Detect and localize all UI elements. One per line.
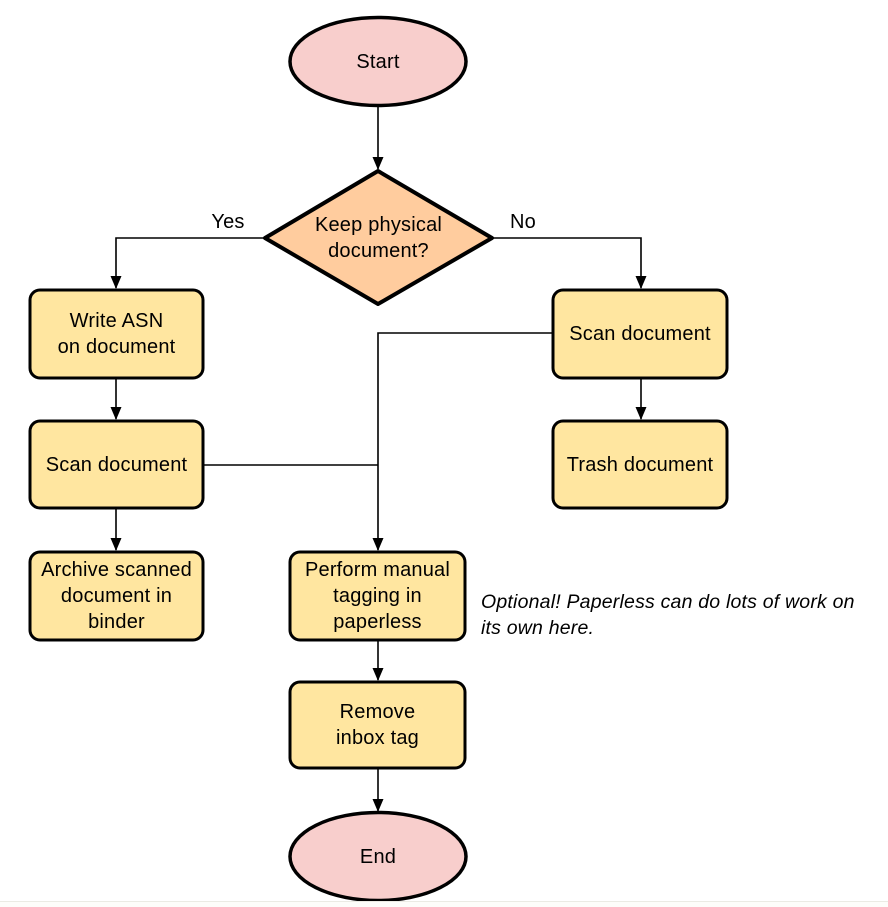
edge-decision-yes — [110, 237, 265, 289]
write-asn-node-shape — [28, 288, 205, 380]
edge-decision-no — [492, 237, 647, 289]
remove-inbox-node-shape — [288, 680, 467, 770]
scan-right-node-shape — [551, 288, 729, 380]
trash-node-shape — [551, 419, 729, 510]
end-node-shape — [288, 810, 468, 903]
start-node-shape — [288, 15, 468, 108]
bottom-divider — [0, 901, 888, 907]
optional-annotation-note: Optional! Paperless can do lots of work … — [481, 591, 855, 639]
tagging-node-shape — [288, 550, 467, 642]
edge-scanright-to-tagging — [372, 332, 553, 551]
scan-left-node-shape — [28, 419, 205, 510]
decision-node-shape — [263, 169, 494, 306]
archive-node-shape — [28, 550, 205, 642]
